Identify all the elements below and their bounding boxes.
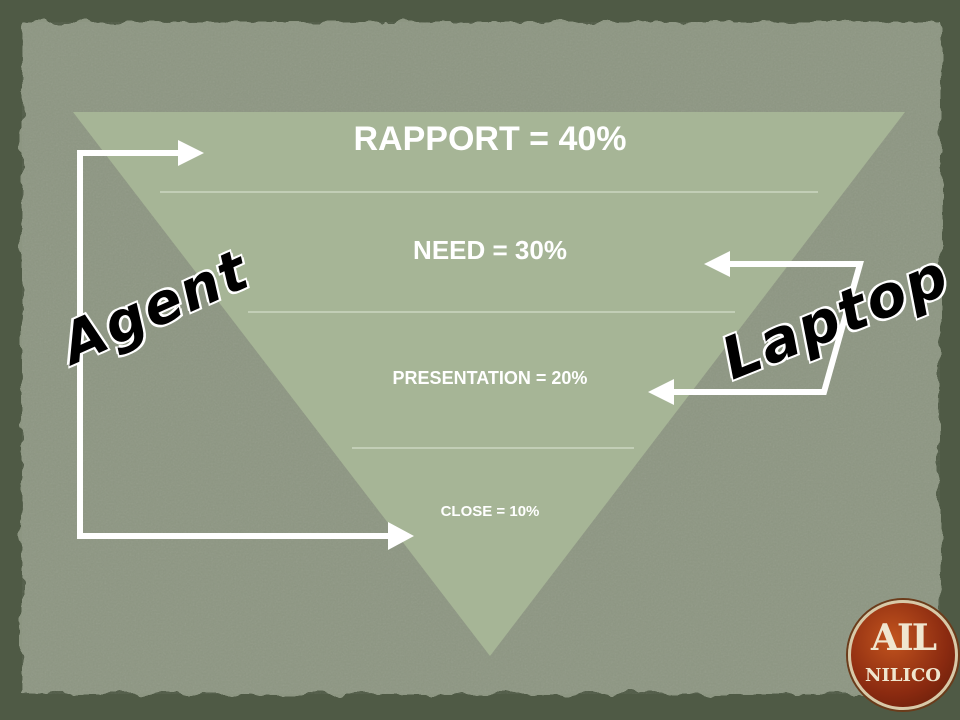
stage-rapport-label: RAPPORT = 40%	[353, 120, 627, 158]
stage-need-label: NEED = 30%	[413, 235, 567, 265]
agent-bracket-arrow	[77, 150, 398, 539]
agent-arrowhead-bottom	[388, 522, 414, 550]
logo-monogram: AIL	[870, 617, 937, 659]
stage-close-label: CLOSE = 10%	[440, 503, 540, 520]
stage-presentation-label: PRESENTATION = 20%	[392, 368, 588, 388]
logo-wordmark: NILICO	[865, 665, 941, 686]
agent-arrowhead-top	[178, 140, 204, 166]
laptop-arrowhead-top	[704, 251, 730, 277]
nilico-logo: AIL NILICO	[848, 600, 958, 710]
laptop-bracket-arrow	[668, 261, 864, 395]
laptop-arrowhead-bottom	[648, 379, 674, 405]
funnel-triangle	[73, 112, 905, 656]
